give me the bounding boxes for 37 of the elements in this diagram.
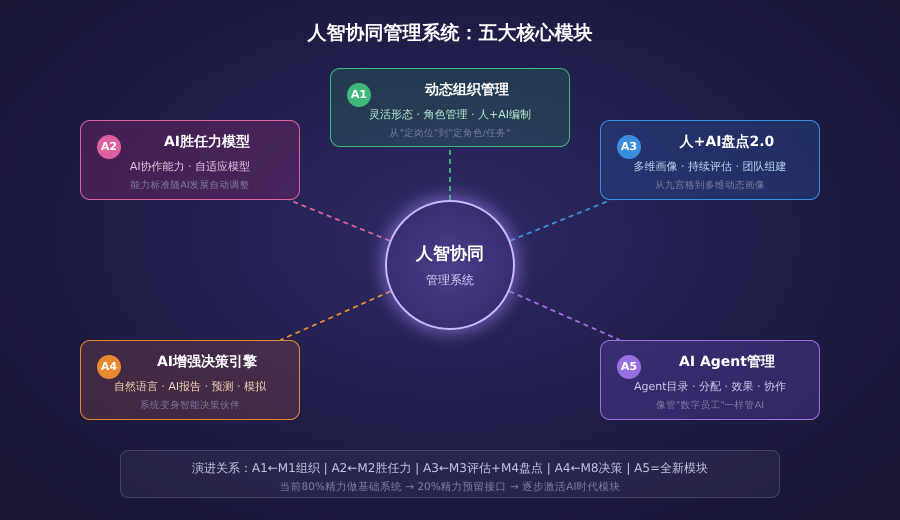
module-features: Agent目录 · 分配 · 效果 · 协作 — [632, 379, 788, 394]
module-title: 人+AI盘点2.0 — [678, 133, 776, 151]
module-badge: A3 — [617, 135, 641, 159]
module-note: 像管"数字员工"一样管AI — [654, 399, 766, 412]
module-note: 能力标准随AI发展自动调整 — [129, 179, 251, 192]
connector-line — [449, 147, 451, 200]
module-badge: A1 — [347, 83, 371, 107]
core-subtitle: 管理系统 — [425, 272, 475, 289]
diagram-title: 人智协同管理系统：五大核心模块 — [306, 21, 594, 46]
module-features: 灵活形态 · 角色管理 · 人+AI编制 — [368, 107, 532, 122]
info-panel — [120, 450, 780, 498]
module-card — [80, 120, 300, 200]
module-badge: A4 — [97, 355, 121, 379]
module-note: 从九宫格到多维动态画像 — [654, 179, 766, 192]
module-note: 系统变身智能决策伙伴 — [139, 399, 241, 412]
module-card — [80, 340, 300, 420]
module-card — [330, 68, 570, 147]
connector-line — [288, 199, 390, 242]
module-features: 多维画像 · 持续评估 · 团队组建 — [632, 159, 788, 174]
module-features: 自然语言 · AI报告 · 预测 · 模拟 — [112, 379, 268, 394]
module-features: AI协作能力 · 自适应模型 — [128, 159, 252, 174]
module-title: AI增强决策引擎 — [156, 353, 258, 371]
module-card — [600, 340, 820, 420]
evolution-note: 演进关系：A1←M1组织 | A2←M2胜任力 | A3←M3评估+M4盘点 | A4←M8决策 | A5=全新模块 — [190, 460, 710, 477]
module-title: AI Agent管理 — [678, 353, 776, 371]
module-title: AI胜任力模型 — [162, 133, 252, 151]
module-badge: A5 — [617, 355, 641, 379]
module-title: 动态组织管理 — [424, 81, 510, 99]
connector-line — [510, 199, 612, 242]
connector-line — [509, 290, 620, 341]
module-note: 从"定岗位"到"定角色/任务" — [388, 127, 512, 140]
core-title: 人智协同 — [414, 243, 485, 265]
strategy-note: 当前80%精力做基础系统 → 20%精力预留接口 → 逐步激活AI时代模块 — [278, 480, 622, 494]
core-circle — [385, 200, 515, 330]
module-card — [600, 120, 820, 200]
module-badge: A2 — [97, 135, 121, 159]
connector-line — [280, 290, 391, 341]
